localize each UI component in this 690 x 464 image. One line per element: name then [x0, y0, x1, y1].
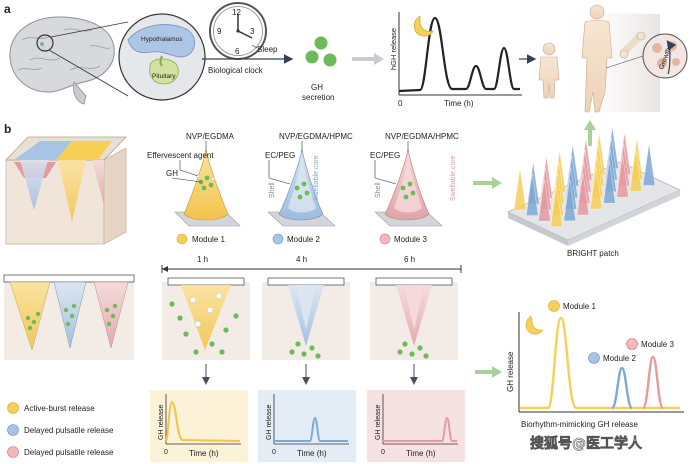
brain-illustration — [9, 16, 115, 105]
clock-numeral-9: 9 — [217, 27, 222, 36]
brain-zoom-inset — [118, 13, 206, 101]
timeline-1h-label: 1 h — [197, 255, 208, 264]
final-curve-module1 — [520, 316, 680, 410]
human-figures-illustration — [538, 4, 660, 113]
hgh-origin-label: 0 — [398, 99, 403, 108]
bright-patch-illustration — [507, 126, 681, 246]
legend-label-1: Active-burst release — [24, 404, 95, 413]
module2-dot-icon — [272, 233, 284, 245]
module3-label: Module 3 — [394, 235, 427, 244]
legend-label-2: Delayed pulsatile release — [24, 426, 114, 435]
module1-material-label: NVP/EGDMA — [186, 132, 235, 141]
timeline-6h-label: 6 h — [404, 255, 415, 264]
skin-block-illustration — [5, 136, 127, 245]
final-plot-ylabel: GH release — [506, 351, 515, 392]
arrow-up-to-body — [584, 120, 596, 130]
hgh-release-plot — [398, 12, 522, 96]
legend-label-3: Delayed pulsatile release — [24, 448, 114, 457]
patch-microneedle-25 — [563, 178, 577, 222]
module1-dot-icon — [176, 233, 188, 245]
final-module3-label: Module 3 — [641, 340, 674, 349]
final-gh-release-plot — [518, 300, 684, 413]
panel-a-label: a — [4, 2, 11, 16]
mini-plot2-xlabel: Time (h) — [297, 449, 327, 458]
mini-plot1-xlabel: Time (h) — [189, 449, 219, 458]
biological-clock-label: Biological clock — [208, 66, 264, 75]
patch-microneedle-16 — [538, 179, 551, 222]
release-snapshot-1h — [162, 277, 250, 360]
module1-gh-label: GH — [166, 169, 178, 178]
mini-plot2-origin: 0 — [272, 449, 276, 456]
mini-plot3-xlabel: Time (h) — [406, 449, 436, 458]
final-module2-label: Module 2 — [603, 354, 636, 363]
skin-needles-illustration — [3, 274, 135, 360]
legend-swatch-blue — [7, 424, 19, 436]
mini-plot-module2 — [258, 390, 356, 462]
hgh-xlabel: Time (h) — [444, 99, 474, 108]
mini-plot-module3 — [367, 390, 465, 462]
hgh-ylabel: hGH release — [389, 28, 398, 70]
arrow-to-final-plot — [492, 366, 502, 378]
patch-microneedle-27 — [589, 167, 603, 210]
mini-plot2-ylabel: GH release — [266, 404, 273, 440]
pituitary-region — [149, 58, 179, 85]
module3-core-label: Swellable core — [450, 155, 457, 201]
legend-swatch-yellow — [7, 402, 19, 414]
module3-coat-label: EC/PEG — [370, 151, 400, 160]
gh-spheres-icon — [305, 36, 337, 67]
release-snapshot-6h — [370, 277, 458, 360]
module3-cone — [374, 149, 443, 227]
gh-secretion-line1: GH — [311, 83, 323, 92]
mini-plot1-origin: 0 — [164, 449, 168, 456]
effervescent-agent-label: Effervescent agent — [147, 151, 214, 160]
mini-plot3-ylabel: GH release — [375, 404, 382, 440]
gh-secretion-line2: secretion — [302, 93, 334, 102]
patch-microneedle-0 — [513, 167, 527, 211]
patch-microneedle-29 — [616, 155, 629, 198]
final-plot-caption: Biorhythm-mimicking GH release — [521, 420, 638, 429]
mini-plot3-origin: 0 — [381, 449, 385, 456]
module2-label: Module 2 — [287, 235, 320, 244]
legend-swatch-red — [7, 446, 19, 458]
mini-plot1-ylabel: GH release — [158, 404, 165, 440]
pituitary-label: Pituitary — [152, 73, 176, 80]
mini-plot-module1 — [150, 390, 248, 462]
watermark: 搜狐号@医工学人 — [530, 435, 643, 452]
module3-dot-icon — [379, 233, 391, 245]
bright-patch-label: BRIGHT patch — [567, 249, 619, 258]
arrow-to-patch — [492, 177, 502, 189]
hgh-curve — [398, 16, 520, 93]
final-module1-label: Module 1 — [563, 302, 596, 311]
clock-numeral-12: 12 — [232, 8, 241, 17]
module2-cone — [267, 149, 336, 227]
hypothalamus-label: Hypothalamus — [141, 36, 183, 43]
module2-coat-label: EC/PEG — [265, 151, 295, 160]
patch-microneedle-26 — [576, 172, 590, 216]
moon-icon — [413, 15, 434, 37]
module2-core-label: Swellable core — [313, 155, 320, 201]
module1-cone — [174, 149, 241, 227]
clock-numeral-6: 6 — [235, 47, 240, 56]
final-curve-module2 — [610, 366, 634, 410]
release-snapshot-4h — [262, 277, 350, 360]
timeline-4h-label: 4 h — [296, 255, 307, 264]
clock-numeral-3: 3 — [250, 27, 255, 36]
module2-shell-label: Shell — [269, 182, 276, 198]
hypothalamus-region — [127, 24, 195, 58]
module3-shell-label: Shell — [375, 182, 382, 198]
patch-microneedle-8 — [525, 173, 539, 216]
patch-microneedle-30 — [629, 149, 643, 192]
patch-microneedle-24 — [550, 184, 563, 227]
sleep-label: Sleep — [257, 45, 278, 54]
module2-material-label: NVP/EGDMA/HPMC — [279, 132, 353, 141]
final-curve-module3 — [641, 355, 665, 410]
bone-illustration — [619, 31, 688, 79]
moon-icon-final — [525, 315, 544, 335]
panel-b-label: b — [4, 122, 11, 136]
module1-label: Module 1 — [192, 235, 225, 244]
patch-microneedle-31 — [642, 143, 656, 186]
patch-microneedle-28 — [603, 161, 616, 204]
module3-material-label: NVP/EGDMA/HPMC — [385, 132, 459, 141]
